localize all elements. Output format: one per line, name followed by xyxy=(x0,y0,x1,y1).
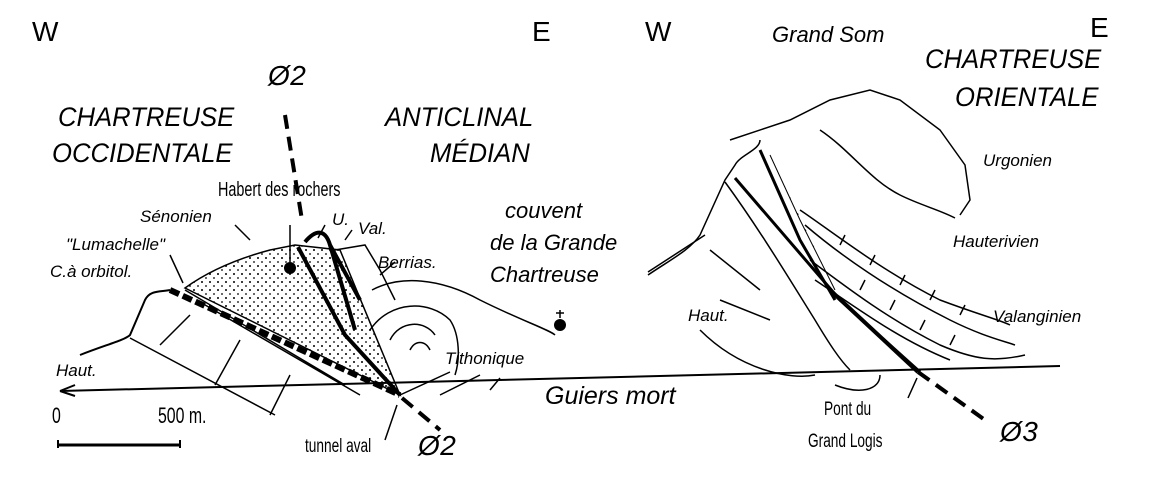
east-label-right: E xyxy=(1090,12,1110,43)
scale-length: 500 m. xyxy=(158,403,207,428)
habert-label: Habert des rochers xyxy=(218,179,341,201)
berrias-label: Berrias. xyxy=(378,253,437,272)
left-section xyxy=(79,225,556,416)
region-orientale: CHARTREUSE xyxy=(925,44,1102,74)
valanginien-label: Valanginien xyxy=(993,307,1082,326)
right-section xyxy=(647,89,1026,422)
cross-icon xyxy=(556,310,564,318)
region-median: MÉDIAN xyxy=(430,138,530,168)
couvent-label: couvent xyxy=(505,198,583,223)
tunnel-aval-label: tunnel aval xyxy=(305,436,372,457)
habert-marker xyxy=(284,262,296,274)
val-label: Val. xyxy=(358,219,387,238)
guiers-mort-line xyxy=(59,365,1061,392)
east-label-left: E xyxy=(532,16,552,47)
lumachelle-label: "Lumachelle" xyxy=(66,235,166,254)
region-occidentale: OCCIDENTALE xyxy=(52,138,233,168)
hauterivien-label: Hauterivien xyxy=(953,232,1039,251)
tithonique-label: Tithonique xyxy=(445,349,525,368)
west-label-left: W xyxy=(32,16,59,47)
fault-phi3 xyxy=(916,370,987,422)
urgonien-label: Urgonien xyxy=(983,151,1052,170)
haut-right-label: Haut. xyxy=(688,306,729,325)
fault-phi2-lower xyxy=(400,396,442,432)
couvent-marker xyxy=(554,319,566,331)
fault-phi2-bottom-label: Ø2 xyxy=(418,430,457,461)
west-label-right: W xyxy=(645,16,672,47)
couvent-label: Chartreuse xyxy=(490,262,599,287)
fault-phi3-label: Ø3 xyxy=(1000,416,1039,447)
couvent-label: de la Grande xyxy=(490,230,618,255)
fault-phi2-upper xyxy=(283,114,304,221)
river-arrow-icon xyxy=(59,384,76,397)
region-orientale: ORIENTALE xyxy=(955,82,1099,112)
grand-som-label: Grand Som xyxy=(772,22,885,47)
scale-zero: 0 xyxy=(52,403,61,428)
pont-label: Pont du xyxy=(824,399,872,420)
region-median: ANTICLINAL xyxy=(385,102,534,132)
guiers-mort-label: Guiers mort xyxy=(545,382,676,410)
region-occidentale: CHARTREUSE xyxy=(58,102,235,132)
senonien-label: Sénonien xyxy=(140,207,212,226)
haut-left-label: Haut. xyxy=(56,361,97,380)
orbitol-label: C.à orbitol. xyxy=(50,262,133,281)
pont-label: Grand Logis xyxy=(808,431,883,452)
u-label: U. xyxy=(332,210,349,229)
fault-phi2-top-label: Ø2 xyxy=(268,60,307,91)
